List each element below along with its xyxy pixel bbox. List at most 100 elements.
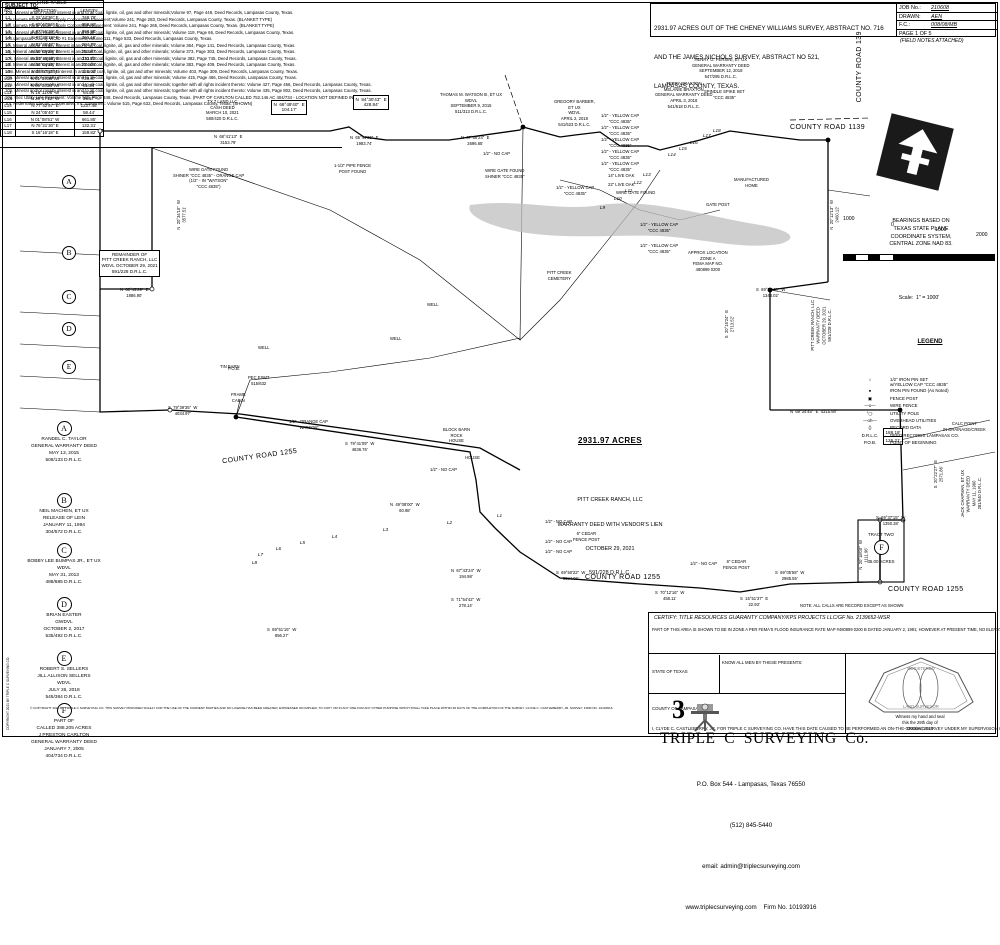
seal-box (845, 653, 996, 734)
legend-row: D.R.L.C.DEED RECORDS LAMPASAS CO. (862, 433, 970, 441)
subject-to-item: 10d. Mineral and/or royalty interest in … (5, 10, 294, 15)
line-callout-l18: L18 (713, 128, 721, 133)
subject-to-list: 10d. Mineral and/or royalty interest in … (5, 10, 645, 108)
subject-to-item: 10f. Lometa Rural Water Supply Corporati… (5, 23, 275, 29)
subject-to-item: 10j. Mineral and/or royalty interest in … (5, 49, 296, 55)
field-drawn: DRAWN: AEN (897, 13, 997, 21)
all-calls-note: NOTE: ALL CALLS ARE RECORD EXCEPT AS SHO… (800, 603, 904, 608)
legend-label: 1/2" IRON PIN SET w/YELLOW CAP "CCC 4835… (890, 377, 948, 388)
tract-two-acreage: 35.00 ACRES (867, 559, 895, 564)
svg-text:REGISTERED: REGISTERED (907, 666, 934, 671)
field-job-no-value: 210608 (931, 5, 949, 12)
fence-post-icon: ▣ (867, 395, 873, 401)
legend-label: WIRE FENCE (890, 403, 918, 409)
subject-to-item: 10i. Mineral and/or royalty interest in … (5, 42, 296, 48)
half-inch-no-cap-4: 1/2" - NO CAP (545, 549, 573, 554)
bearing-s6950: S 69°50'22" W 3684.06' (556, 570, 586, 581)
overhead-utilities-icon: —oh— (863, 418, 877, 424)
tract-two-outline (857, 519, 905, 583)
field-page: PAGE 1 OF 5 (897, 30, 997, 39)
cert-vertical-divider (719, 655, 720, 693)
reference-circle-e: E (56, 651, 72, 666)
bearing-n6841: N 68°41'13" E 3153.79' (214, 134, 243, 145)
legend: LEGEND ○1/2" IRON PIN SET w/YELLOW CAP "… (862, 305, 970, 482)
bearing-n6544: N 65°44'35" E 1983.74' (350, 135, 379, 146)
bearing-s7941: S 79°41'09" W 4636.76' (345, 441, 375, 452)
field-page-key: PAGE 1 OF 5 (899, 30, 932, 37)
field-notes-note: (FIELD NOTES ATTACHED) (900, 38, 964, 44)
company-web: www.triplecsurveying.com Firm No. 101939… (685, 904, 817, 912)
company-phone: (512) 845-5440 (729, 822, 773, 830)
henry-persini: HENRY O. PERSINI, ET UX GENERAL WARRANTY… (692, 57, 750, 80)
bottom-copyright: © COPYRIGHT 2021 BY TRIPLE C SURVEYING C… (30, 706, 613, 710)
scale-caption: Scale: 1" = 1000' (898, 295, 940, 302)
yellow-cap-8: 1/2" - YELLOW CAP "CCC 4835" (601, 161, 640, 172)
fec-esmt: PEC ESMT 515/632 (248, 375, 270, 386)
wire-gate-found-1: WIRE GATE FOUND SHINER "CCC 4835" - ORAN… (173, 167, 245, 190)
witness-line: October, 2021 (906, 726, 934, 732)
legend-label: OVERHEAD UTILITIES (890, 418, 937, 424)
line-callout-l14: L14 (668, 152, 676, 157)
pipe-fence-post-found: 1-1/2" PIPE FENCE POST FOUND (334, 163, 372, 174)
yellow-cap-4: 1/2" - YELLOW CAP "CCC 4835" (601, 113, 640, 124)
line-callout-l3: L3 (383, 527, 389, 532)
line-callout-l6: L6 (276, 546, 282, 551)
bearing-n4908: N 49°08'00" W 60.98' (390, 502, 420, 513)
scale-tick-2: 1000 (935, 226, 947, 233)
approx-location-fema: APPROX LOCATION ZONE A FEMA MAP NO. 4808… (688, 250, 728, 273)
bearing-s6951: S 69°51'15" W 856.27' (267, 627, 297, 638)
subject-to-heading: SUBJECT TO: (5, 3, 39, 9)
bearing-n6743: N 67°43'24" W 194.98' (451, 568, 481, 579)
title-block-title: 2931.97 ACRES OUT OF THE CHENEY WILLIAMS… (654, 5, 894, 111)
terry-braxton: TERRY BRAXTON MELANIE BRAXTON GENERAL WA… (655, 81, 713, 109)
scale-tick-0: 1000 (843, 216, 855, 223)
legend-row: ()RECORD DATA (869, 425, 970, 433)
calc-point-drainage: CALC POINT IN DRAINAGE/CREEK (943, 421, 986, 432)
utility-pole-icon: °◻· (866, 410, 874, 416)
yellow-cap-3: 1/2" - YELLOW CAP "CCC 4835" (640, 243, 679, 254)
map-point-c: C (62, 290, 76, 304)
bearing-s6929: S 69°29'48" W 1343.02' (756, 287, 786, 298)
road-label: COUNTY ROAD 139 (855, 31, 863, 103)
cedar-fence-post-2: 6" CEDAR FENCE POST (723, 559, 750, 570)
subject-to-item: 10q. Elec Utility Line Easement: Volume … (5, 94, 381, 100)
tract-two-label: TRACT TWO (868, 532, 894, 537)
cedar-fence-post-1: 6" CEDAR FENCE POST (573, 531, 600, 542)
pitt-creek-cemetery: PITT CREEK CEMETERY (547, 270, 572, 281)
pob: P.O.B. (228, 366, 240, 371)
north-arrow-icon (876, 113, 954, 191)
half-inch-no-cap-1: 1/2" - NO CAP (483, 151, 511, 156)
scale-bar: 1000 0 1000 2000 Scale: 1" = 1000' (843, 178, 995, 335)
bearing-note-line: TEXAS STATE PLANE (893, 225, 949, 232)
legend-label: RECORD DATA (890, 425, 922, 431)
manufactured-home: MANUFACTURED HOME (734, 177, 769, 188)
orange-cap-watson: 1/2" - ORANGE CAP "WATSON" (289, 419, 328, 430)
line-callout-l9: L9 (600, 205, 606, 210)
surveyor-seal-icon: REGISTERED LAND SURVEYOR (868, 657, 974, 713)
scale-ticks: 1000 0 1000 2000 (843, 212, 995, 238)
bearing-note-line: CENTRAL ZONE NAD 83. (889, 241, 953, 248)
line-callout-l15: L15 (679, 146, 687, 151)
half-inch-no-cap-6: 1/2" - NO CAP (690, 561, 718, 566)
line-callout-l10: L10 (614, 196, 622, 201)
bearing-s1551: S 15°51'37" E 22.93' (740, 596, 769, 607)
line-callout-l12: L12 (634, 180, 642, 185)
main-tract-label: 2931.97 ACRES PITT CREEK RANCH, LLC WARR… (524, 403, 696, 627)
state-of: STATE OF TEXAS (652, 668, 688, 674)
map-point-d: D (62, 322, 76, 336)
line-callout-l2: L2 (447, 520, 453, 525)
legend-row: °◻·UTILITY POLE (867, 411, 970, 419)
subject-to-item: 10e.Lometa Rural Water Supply Corporatio… (5, 16, 273, 22)
line-callout-l4: L4 (332, 534, 338, 539)
legend-label: IRON PIN FOUND (As Noted) (890, 388, 949, 394)
subject-to-item: 10h.Lampasas County WCID #1 Easement;Vol… (5, 36, 213, 42)
cert-divider (648, 653, 996, 654)
field-job-no-key: JOB No.: (899, 5, 921, 12)
map-point-b: B (62, 246, 76, 260)
